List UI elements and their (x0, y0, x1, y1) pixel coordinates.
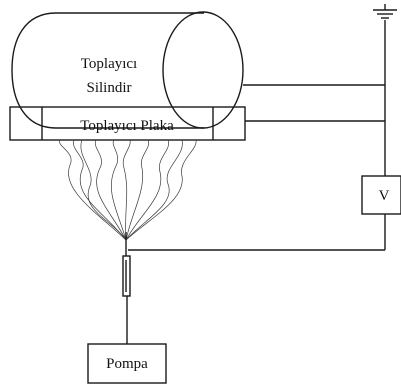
voltage-source-label: V (379, 188, 390, 204)
fiber-jets (59, 139, 197, 241)
cylinder-body (11, 12, 204, 129)
cylinder-label-line2: Silindir (86, 80, 131, 96)
cylinder-label-line1: Toplayıcı (81, 56, 137, 72)
syringe-needle (122, 232, 131, 344)
collector-plate: Toplayıcı Plaka (9, 106, 246, 141)
pump: Pompa (87, 343, 167, 384)
ground-icon (373, 4, 397, 19)
plate-label: Toplayıcı Plaka (80, 118, 174, 134)
pump-box (87, 343, 167, 384)
voltage-source: V (361, 175, 401, 215)
pump-label: Pompa (106, 356, 148, 372)
wiring (128, 20, 386, 251)
cylinder-end-cap (162, 11, 244, 129)
voltage-source-box (361, 175, 401, 215)
collector-cylinder: Toplayıcı Silindir (11, 11, 244, 129)
plate-frame (9, 106, 246, 141)
